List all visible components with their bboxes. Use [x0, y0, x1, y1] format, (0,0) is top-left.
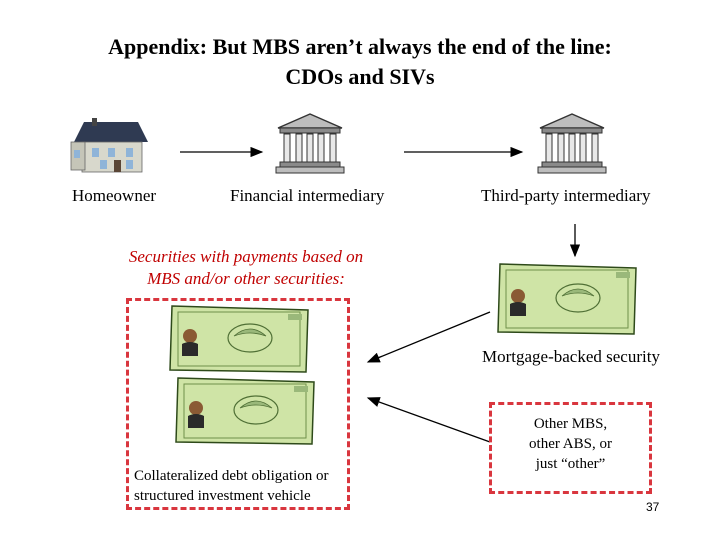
slide-title: Appendix: But MBS aren’t always the end …: [0, 32, 720, 92]
bank-building-icon: [537, 113, 607, 174]
homeowner-label: Homeowner: [72, 186, 157, 205]
arrow-mbs-to-cdo: [366, 311, 491, 363]
banknote-icon: [497, 263, 637, 335]
title-line-2: CDOs and SIVs: [285, 64, 435, 89]
other-label-line-1: Other MBS,: [533, 416, 608, 432]
cdo-label-line-2: structured investment vehicle: [134, 488, 311, 504]
securities-note-line-2: MBS and/or other securities:: [147, 269, 345, 288]
third-party-intermediary-label: Third-party intermediary: [481, 186, 651, 205]
other-securities-box: [489, 402, 652, 494]
arrow-other-to-cdo: [366, 397, 491, 443]
securities-note-line-1: Securities with payments based on: [128, 247, 364, 266]
other-label-line-2: other ABS, or: [529, 436, 612, 452]
other-label-line-3: just “other”: [535, 456, 606, 472]
house-icon: [70, 118, 148, 173]
mbs-label: Mortgage-backed security: [482, 347, 660, 366]
financial-intermediary-label: Financial intermediary: [230, 186, 385, 205]
page-number: 37: [646, 500, 660, 514]
banknote-icon: [175, 377, 315, 445]
cdo-siv-box: [126, 298, 350, 510]
cdo-label-line-1: Collateralized debt obligation or: [134, 468, 329, 484]
title-line-1: Appendix: But MBS aren’t always the end …: [108, 34, 612, 59]
other-securities-label: Other MBS, other ABS, or just “other”: [489, 414, 652, 474]
banknote-icon: [169, 305, 309, 373]
securities-note: Securities with payments based on MBS an…: [110, 246, 382, 290]
cdo-siv-label: Collateralized debt obligation or struct…: [134, 466, 346, 506]
bank-building-icon: [275, 113, 345, 174]
